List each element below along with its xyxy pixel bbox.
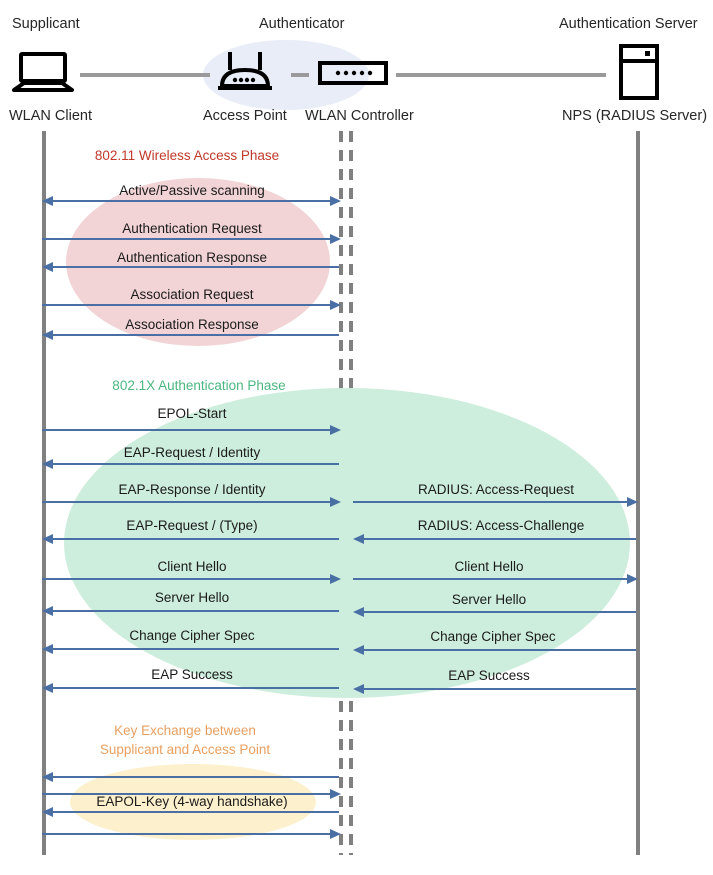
message-label-wireless-3: Association Request bbox=[130, 287, 254, 302]
arrowhead-left-wireless-0 bbox=[42, 196, 53, 206]
message-arrow-wireless-4 bbox=[46, 334, 339, 336]
message-label-dot1x-left-1: EAP-Request / Identity bbox=[123, 445, 261, 460]
arrowhead-right-dot1x-left-0 bbox=[330, 425, 341, 435]
phase-title-wireless-access: 802.11 Wireless Access Phase bbox=[94, 148, 280, 163]
message-arrow-key-2 bbox=[46, 811, 339, 813]
message-label-dot1x-right-4: Change Cipher Spec bbox=[430, 629, 556, 644]
message-label-dot1x-left-7: EAP Success bbox=[151, 667, 233, 682]
message-arrow-dot1x-right-0 bbox=[353, 501, 633, 503]
message-arrow-dot1x-right-4 bbox=[357, 649, 636, 651]
phase-blob-wireless-access bbox=[66, 178, 330, 346]
arrowhead-right-key-1 bbox=[330, 789, 341, 799]
arrowhead-right-key-3 bbox=[330, 829, 341, 839]
arrowhead-left-wireless-4 bbox=[42, 330, 53, 340]
message-arrow-dot1x-right-1 bbox=[357, 538, 636, 540]
message-arrow-dot1x-right-3 bbox=[357, 611, 636, 613]
arrowhead-left-key-2 bbox=[42, 807, 53, 817]
arrowhead-left-dot1x-left-5 bbox=[42, 606, 53, 616]
link-ap-to-controller bbox=[291, 73, 309, 77]
arrowhead-right-dot1x-right-2 bbox=[627, 574, 638, 584]
message-label-dot1x-right-1: RADIUS: Access-Challenge bbox=[417, 518, 585, 533]
message-label-dot1x-left-5: Server Hello bbox=[154, 590, 230, 605]
wireless-router-icon bbox=[218, 52, 272, 90]
arrowhead-right-dot1x-right-0 bbox=[627, 497, 638, 507]
arrowhead-left-wireless-2 bbox=[42, 262, 53, 272]
message-label-dot1x-right-5: EAP Success bbox=[448, 668, 530, 683]
arrowhead-left-dot1x-right-3 bbox=[353, 607, 364, 617]
arrowhead-left-dot1x-left-1 bbox=[42, 459, 53, 469]
arrowhead-left-dot1x-left-7 bbox=[42, 683, 53, 693]
server-rack-icon bbox=[619, 44, 659, 100]
message-arrow-key-3 bbox=[42, 833, 339, 835]
message-label-dot1x-right-0: RADIUS: Access-Request bbox=[417, 482, 575, 497]
arrowhead-right-dot1x-left-4 bbox=[330, 574, 341, 584]
node-label-wlan-controller: WLAN Controller bbox=[305, 108, 414, 124]
message-arrow-wireless-1 bbox=[42, 238, 339, 240]
arrowhead-left-dot1x-left-3 bbox=[42, 534, 53, 544]
message-label-wireless-2: Authentication Response bbox=[116, 250, 268, 265]
message-arrow-dot1x-left-7 bbox=[46, 687, 339, 689]
message-arrow-key-1 bbox=[42, 793, 339, 795]
message-label-dot1x-right-2: Client Hello bbox=[454, 559, 524, 574]
message-arrow-dot1x-left-2 bbox=[42, 501, 339, 503]
arrowhead-right-wireless-1 bbox=[330, 234, 341, 244]
laptop-icon bbox=[12, 52, 74, 92]
node-label-access-point: Access Point bbox=[203, 108, 287, 124]
role-label-authenticator: Authenticator bbox=[259, 16, 345, 32]
message-label-dot1x-left-0: EPOL-Start bbox=[157, 406, 227, 421]
arrowhead-left-dot1x-right-5 bbox=[353, 684, 364, 694]
message-label-dot1x-left-2: EAP-Response / Identity bbox=[118, 482, 266, 497]
role-label-authentication-server: Authentication Server bbox=[559, 16, 698, 32]
message-arrow-wireless-3 bbox=[42, 304, 339, 306]
link-client-to-ap bbox=[80, 73, 210, 77]
network-switch-icon bbox=[318, 61, 388, 85]
role-label-supplicant: Supplicant bbox=[12, 16, 80, 32]
arrowhead-left-key-0 bbox=[42, 772, 53, 782]
arrowhead-left-dot1x-right-1 bbox=[353, 534, 364, 544]
phase-title-key-exchange-line1: Key Exchange between bbox=[114, 723, 256, 738]
message-label-dot1x-left-4: Client Hello bbox=[157, 559, 227, 574]
arrowhead-left-dot1x-right-4 bbox=[353, 645, 364, 655]
message-label-dot1x-left-3: EAP-Request / (Type) bbox=[126, 518, 258, 533]
message-label-dot1x-left-6: Change Cipher Spec bbox=[129, 628, 255, 643]
node-label-wlan-client: WLAN Client bbox=[9, 108, 92, 124]
message-arrow-dot1x-right-2 bbox=[353, 578, 633, 580]
message-label-dot1x-right-3: Server Hello bbox=[451, 592, 527, 607]
arrowhead-right-dot1x-left-2 bbox=[330, 497, 341, 507]
phase-title-dot1x-authentication: 802.1X Authentication Phase bbox=[112, 378, 286, 393]
arrowhead-right-wireless-3 bbox=[330, 300, 341, 310]
message-label-key-2: EAPOL-Key (4-way handshake) bbox=[96, 794, 288, 809]
lifeline-authentication-server bbox=[636, 131, 640, 855]
message-label-wireless-1: Authentication Request bbox=[122, 221, 262, 236]
message-arrow-dot1x-left-1 bbox=[46, 463, 339, 465]
arrowhead-left-dot1x-left-6 bbox=[42, 644, 53, 654]
message-arrow-dot1x-right-5 bbox=[357, 688, 636, 690]
phase-title-key-exchange-line2: Supplicant and Access Point bbox=[99, 742, 271, 757]
message-arrow-dot1x-left-4 bbox=[42, 578, 339, 580]
message-label-wireless-4: Association Response bbox=[125, 317, 259, 332]
lifeline-supplicant bbox=[42, 131, 46, 855]
message-arrow-wireless-0 bbox=[46, 200, 339, 202]
arrowhead-right-wireless-0 bbox=[330, 196, 341, 206]
message-arrow-dot1x-left-6 bbox=[46, 648, 339, 650]
message-arrow-wireless-2 bbox=[46, 266, 339, 268]
message-arrow-dot1x-left-5 bbox=[46, 610, 339, 612]
authenticator-highlight-blob bbox=[203, 40, 369, 110]
message-arrow-dot1x-left-0 bbox=[42, 429, 339, 431]
link-controller-to-server bbox=[396, 73, 606, 77]
message-label-wireless-0: Active/Passive scanning bbox=[119, 183, 265, 198]
message-arrow-key-0 bbox=[46, 776, 339, 778]
node-label-nps-radius-server: NPS (RADIUS Server) bbox=[562, 108, 708, 124]
phase-blob-dot1x-authentication bbox=[64, 388, 630, 698]
message-arrow-dot1x-left-3 bbox=[46, 538, 339, 540]
